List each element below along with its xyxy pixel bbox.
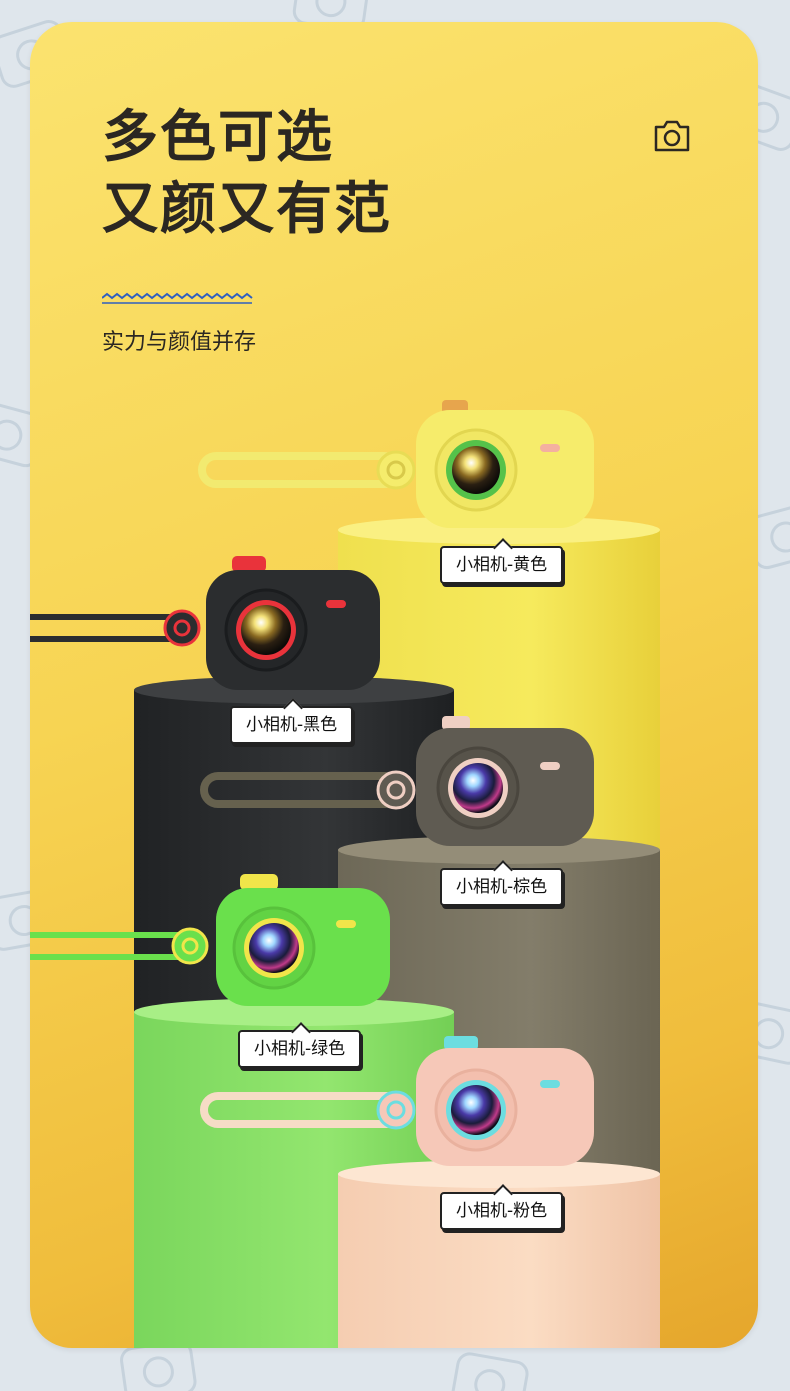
title-line-1: 多色可选 bbox=[102, 105, 334, 170]
label-yellow: 小相机-黄色 bbox=[440, 546, 564, 584]
wave-line-icon bbox=[102, 292, 253, 304]
label-brown: 小相机-棕色 bbox=[440, 868, 564, 906]
product-card: 多色可选 又颜又有范 实力与颜值并存 bbox=[30, 22, 758, 1348]
camera-icon bbox=[654, 120, 690, 152]
camera-green bbox=[30, 874, 390, 1006]
subtitle: 实力与颜值并存 bbox=[102, 330, 257, 355]
camera-pink bbox=[200, 1036, 594, 1166]
label-black: 小相机-黑色 bbox=[230, 706, 354, 744]
camera-black bbox=[30, 556, 380, 690]
camera-brown bbox=[200, 716, 594, 846]
product-scene bbox=[30, 400, 660, 1348]
title-line-2: 又颜又有范 bbox=[102, 177, 392, 242]
label-pink: 小相机-粉色 bbox=[440, 1192, 564, 1230]
label-green: 小相机-绿色 bbox=[238, 1030, 362, 1068]
camera-yellow bbox=[198, 400, 594, 528]
